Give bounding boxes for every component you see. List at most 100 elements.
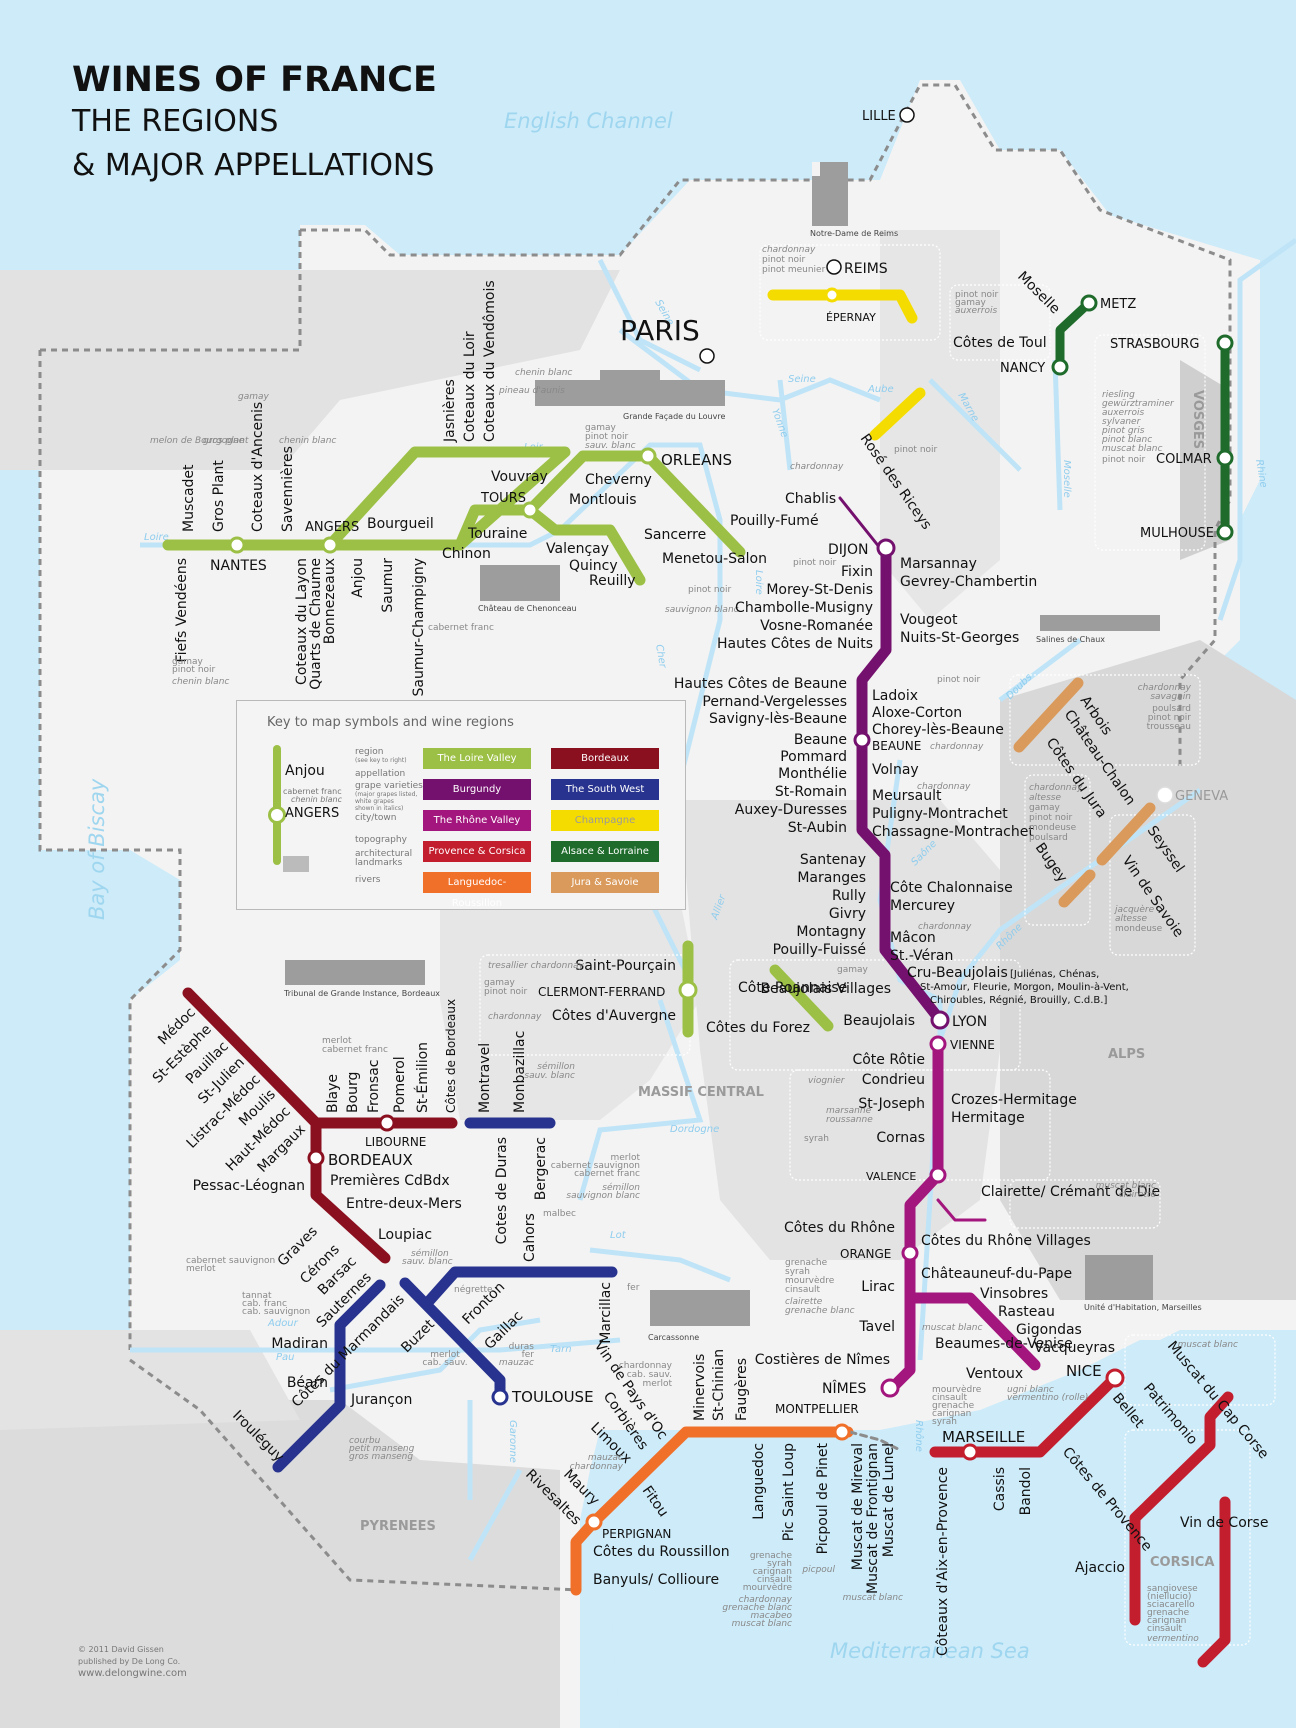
appellation-st-joseph: St-Joseph xyxy=(858,1096,925,1112)
grape-label: gamay xyxy=(837,965,869,975)
appellation-coteaux-du-vendomois: Coteaux du Vendômois xyxy=(482,280,498,442)
legend-region-jura-savoie: Jura & Savoie xyxy=(551,872,659,893)
grape-label: gamay xyxy=(1029,803,1061,813)
grape-label: muscat blanc xyxy=(1096,1181,1156,1191)
south-west-grapes: sémillon sauv. blanc merlot cabernet sau… xyxy=(242,1061,640,1462)
line-rose-des-riceys xyxy=(869,387,926,441)
city-vienne: VIENNE xyxy=(950,1038,995,1052)
appellation-monbazillac: Monbazillac xyxy=(512,1031,528,1113)
grape-label: cinsault xyxy=(757,1575,793,1585)
appellation-pommard: Pommard xyxy=(780,749,847,765)
city-valence: VALENCE xyxy=(866,1170,916,1183)
grape-label: muscat blanc xyxy=(843,1593,903,1603)
appellation-meursault: Meursault xyxy=(872,788,942,804)
city-lille: LILLE xyxy=(862,109,896,124)
landmark-labels: Notre-Dame de Reims Grande Façade du Lou… xyxy=(283,229,1202,1342)
auvergne-labels: Saint-Pourçain Côtes d'Auvergne Côte Roa… xyxy=(552,958,847,1036)
grape-label: pinot noir xyxy=(762,255,806,265)
city-metz: METZ xyxy=(1100,297,1136,312)
appellation-cote-roannaise: Côte Roannaise xyxy=(738,980,847,996)
appellation-saumur: Saumur xyxy=(380,558,396,613)
appellation-vouvray: Vouvray xyxy=(491,469,548,485)
line-rhone xyxy=(884,1040,944,1396)
appellation-cote-rotie: Côte Rôtie xyxy=(852,1052,925,1068)
grape-label: pinot noir xyxy=(585,432,629,442)
grape-label: chenin blanc xyxy=(172,677,229,687)
appellation-rasteau: Rasteau xyxy=(998,1304,1055,1320)
map-title: WINES OF FRANCE THE REGIONS & MAJOR APPE… xyxy=(72,60,437,188)
city-dijon: DIJON xyxy=(828,542,869,558)
provence-corsica-grapes: mourvèdre cinsault grenache carignan syr… xyxy=(932,1340,1238,1644)
appellation-faugeres: Faugères xyxy=(734,1358,750,1421)
grape-label: syrah xyxy=(767,1559,792,1569)
grape-label: muscat blanc xyxy=(922,1323,982,1333)
appellation-languedoc: Languedoc xyxy=(751,1443,767,1520)
appellation-jurancon: Jurançon xyxy=(350,1392,412,1408)
grape-label: cinsault xyxy=(932,1393,968,1403)
grape-label: auxerrois xyxy=(1102,408,1144,418)
appellation-bearn: Béarn xyxy=(287,1375,328,1391)
grape-label: syrah xyxy=(804,1134,829,1144)
appellation-hautes-cotes-de-nuits: Hautes Côtes de Nuits xyxy=(717,636,873,652)
grape-label: gewürztraminer xyxy=(1102,399,1175,409)
appellation-pernand-vergelesses: Pernand-Vergelesses xyxy=(702,694,847,710)
topo-pyrenees: PYRENEES xyxy=(360,1519,436,1534)
grape-label: cab. franc xyxy=(242,1299,287,1309)
grape-label: marsanne xyxy=(826,1106,872,1116)
appellation-jasnieres: Jasnières xyxy=(442,379,458,443)
grape-label: chardonnay xyxy=(790,462,844,472)
grape-label: merlot xyxy=(610,1153,640,1163)
grape-label: syrah xyxy=(932,1417,957,1427)
grape-label: mourvèdre xyxy=(743,1582,793,1593)
legend-sample-appellation: Anjou xyxy=(285,763,325,779)
appellation-coteaux-d-ancenis: Coteaux d'Ancenis xyxy=(250,402,266,532)
appellation-cheverny: Cheverny xyxy=(585,472,652,488)
title-main: WINES OF FRANCE xyxy=(72,60,437,100)
grape-label: mondeuse xyxy=(1029,823,1077,833)
grape-label: pinot noir xyxy=(1102,455,1146,465)
appellation-condrieu: Condrieu xyxy=(862,1072,925,1088)
river-label-lot: Lot xyxy=(610,1230,627,1241)
credits-website[interactable]: www.delongwine.com xyxy=(78,1668,187,1679)
line-bugey xyxy=(1058,869,1096,908)
appellation-cotes-de-bordeaux: Côtes de Bordeaux xyxy=(444,999,458,1113)
appellation-picpoul-de-pinet: Picpoul de Pinet xyxy=(815,1442,831,1554)
appellation-cahors: Cahors xyxy=(522,1213,538,1262)
grape-label: chardonnay xyxy=(930,742,984,752)
city-orleans: ORLEANS xyxy=(661,451,732,469)
grape-label: gros plant xyxy=(203,436,249,446)
grape-label: merlot xyxy=(430,1350,460,1360)
grape-label: muscat blanc xyxy=(1178,1340,1238,1350)
grape-label: carignan xyxy=(1147,1616,1186,1626)
grape-label: tannat xyxy=(242,1291,272,1301)
city-labels: LILLE PARIS REIMS ÉPERNAY METZ NANCY STR… xyxy=(210,109,1228,1541)
legend-key-grapes-note: white grapes xyxy=(355,798,394,805)
legend-region-south-west: The South West xyxy=(551,779,659,800)
city-tours: TOURS xyxy=(480,491,526,506)
appellation-st-aubin: St-Aubin xyxy=(788,820,847,836)
grape-label: clairette xyxy=(1119,1190,1157,1200)
legend-key-grapes: grape varieties xyxy=(355,781,423,791)
appellation-vougeot: Vougeot xyxy=(900,612,958,628)
grape-label: chardonnay xyxy=(762,245,816,255)
line-jura xyxy=(1013,677,1084,753)
grape-label: chardonnay xyxy=(488,1012,542,1022)
grape-label: pinot noir xyxy=(1029,813,1073,823)
appellation-bourg: Bourg xyxy=(345,1072,361,1113)
grape-label: vermentino xyxy=(1147,1634,1199,1644)
appellation-montagny: Montagny xyxy=(796,924,866,940)
appellation-banyuls-collioure: Banyuls/ Collioure xyxy=(593,1572,719,1588)
appellation-bergerac: Bergerac xyxy=(533,1137,549,1200)
cru-beaujolais-note: St-Amour, Fleurie, Morgon, Moulin-à-Vent… xyxy=(920,981,1129,993)
city-reims: REIMS xyxy=(844,261,888,277)
loire-grapes: melon de Bourgogne gros plant gamay chen… xyxy=(150,368,739,687)
appellation-monthelie: Monthélie xyxy=(778,766,847,782)
appellation-st-veran: St.-Véran xyxy=(890,948,953,964)
landmark-icons xyxy=(285,162,1160,1326)
grape-label: vermentino (rolle) xyxy=(1007,1393,1088,1403)
bugey-grapes: chardonnay altesse gamay pinot noir mond… xyxy=(1029,783,1163,934)
legend-title: Key to map symbols and wine regions xyxy=(267,715,514,730)
grape-label: gros manseng xyxy=(349,1452,413,1462)
river-label-cher: Cher xyxy=(653,644,668,670)
appellation-reuilly: Reuilly xyxy=(589,573,636,589)
